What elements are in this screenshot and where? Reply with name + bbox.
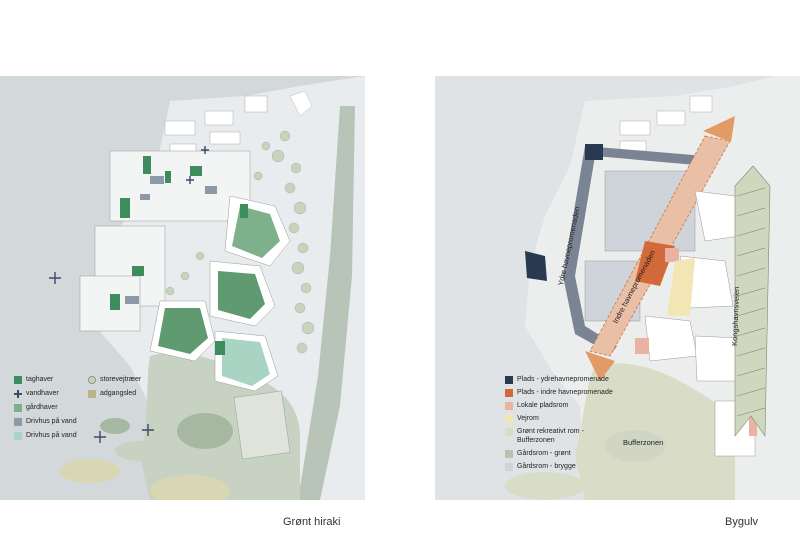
legend-label: Lokale pladsrom <box>517 402 569 409</box>
street-space <box>667 258 695 316</box>
legend-swatch <box>505 389 513 397</box>
legend-label: Gårdsrom - brygge <box>517 463 576 470</box>
street-trees <box>165 130 315 354</box>
legend-label: vandhaver <box>26 390 59 397</box>
green-hierarchy-map: taghaver vandhaver gårdhaver Drivhus på … <box>0 76 365 500</box>
legend-item-courtyard-green: Gårdsrom - grønt <box>505 450 571 458</box>
legend-label: gårdhaver <box>26 404 58 411</box>
legend-item-indre-plaza: Plads - indre havnepromenade <box>505 389 613 397</box>
west-block <box>79 150 251 332</box>
island <box>60 459 120 483</box>
legend-item-drivhus-1: Drivhus på vand <box>14 418 77 426</box>
legend-item-local-plazas: Lokale pladsrom <box>505 402 568 410</box>
courtyard-gardens <box>158 204 280 386</box>
island <box>605 430 665 462</box>
island <box>505 472 585 500</box>
legend-item-green-recreational: Grønt rekreativt rom - Bufferzonen <box>505 428 584 444</box>
legend-label: Gårdsrom - grønt <box>517 450 571 457</box>
legend-item-storevejtraer: storevejtræer <box>88 376 141 384</box>
legend-label: Drivhus på vand <box>26 432 77 439</box>
caption-left: Grønt hiraki <box>283 516 341 528</box>
legend-item-adgangsled: adgangsled <box>88 390 136 398</box>
legend-label: Plads - ydrehavnepromenade <box>517 376 609 383</box>
legend-label: Vejrom <box>517 415 539 422</box>
legend-left: taghaver vandhaver gårdhaver Drivhus på … <box>14 376 214 456</box>
legend-item-vandhaver: vandhaver <box>14 390 59 398</box>
legend-label: Drivhus på vand <box>26 418 77 425</box>
plus-icon <box>14 390 22 398</box>
outer-plaza <box>585 144 603 160</box>
island <box>150 475 230 500</box>
greenhouses <box>125 176 217 304</box>
island <box>177 413 233 449</box>
buffer-zone <box>575 363 735 500</box>
water-gardens <box>49 146 209 443</box>
upper-building-rows <box>164 95 268 155</box>
sports-field <box>233 390 291 460</box>
legend-right: Plads - ydrehavnepromenade Plads - indre… <box>505 376 705 486</box>
legend-swatch <box>14 432 22 440</box>
legend-swatch <box>88 390 96 398</box>
legend-swatch <box>505 463 513 471</box>
tree-icon <box>88 376 96 384</box>
legend-swatch <box>14 404 22 412</box>
legend-label: Bufferzonen <box>517 437 555 444</box>
legend-swatch <box>505 415 513 423</box>
legend-swatch <box>505 402 513 410</box>
island <box>100 418 130 434</box>
kongshavn-hatch <box>736 187 766 417</box>
legend-swatch <box>505 450 513 458</box>
legend-swatch <box>14 376 22 384</box>
outer-plaza <box>525 251 547 281</box>
caption-right: Bygulv <box>725 516 759 528</box>
legend-item-gardhaver: gårdhaver <box>14 404 58 412</box>
legend-label: storevejtræer <box>100 376 142 383</box>
kongshavn-road <box>734 165 771 437</box>
legend-label: adgangsled <box>100 390 137 397</box>
legend-swatch <box>505 376 513 384</box>
legend-item-courtyard-dock: Gårdsrom - brygge <box>505 463 576 471</box>
inner-promenade-hatch <box>589 135 731 357</box>
water-channel <box>298 106 355 500</box>
rooftop-gardens <box>110 156 202 310</box>
pier-top <box>289 90 313 117</box>
inner-promenade-arrow <box>703 116 735 142</box>
green-hierarchy-plan <box>49 76 365 500</box>
legend-swatch <box>14 418 22 426</box>
legend-label: taghaver <box>26 376 54 383</box>
label-kongshavn: Kongshavnsveien <box>730 287 741 346</box>
ground-floor-map: Ydre havnepromenaden Indre havnepromenad… <box>435 76 800 500</box>
legend-item-ydre-plaza: Plads - ydrehavnepromenade <box>505 376 609 384</box>
outer-promenade <box>563 146 707 354</box>
legend-item-vejrom: Vejrom <box>505 415 539 423</box>
island <box>115 441 165 461</box>
upper-building-rows <box>619 95 713 152</box>
legend-item-taghaver: taghaver <box>14 376 53 384</box>
legend-label: Plads - indre havnepromenade <box>517 389 613 396</box>
legend-item-drivhus-2: Drivhus på vand <box>14 432 77 440</box>
legend-label: Grønt rekreativt rom - <box>517 428 584 435</box>
legend-swatch <box>505 428 513 436</box>
inner-promenade-arrow <box>585 351 615 381</box>
label-buffer: Bufferzonen <box>623 438 663 447</box>
ground-floor-plan: Ydre havnepromenaden Indre havnepromenad… <box>505 76 800 500</box>
